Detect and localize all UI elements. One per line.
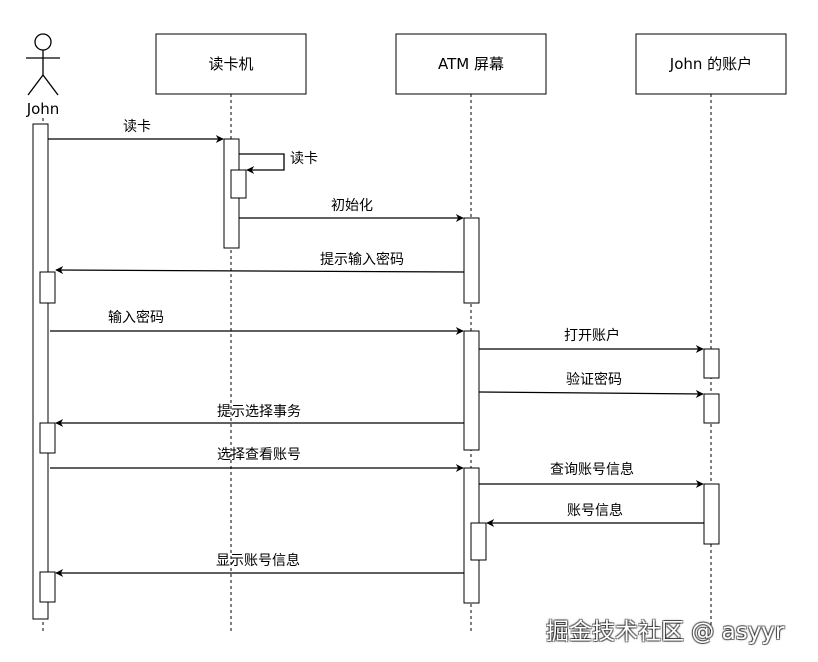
activation-atm-1 [463,217,480,304]
message-label-query-account-info: 查询账号信息 [550,461,634,478]
message-label-prompt-password: 提示输入密码 [320,251,404,268]
message-label-read-card-self: 读卡 [290,150,318,167]
activation-john-main [32,123,49,620]
watermark: 掘金技术社区 @ asyyr [546,619,785,645]
message-arrow-prompt-password [55,266,465,275]
message-label-account-info: 账号信息 [567,502,623,519]
participant-card-reader-label: 读卡机 [208,55,253,73]
activation-account-3 [703,483,720,545]
message-label-initialize: 初始化 [331,197,373,214]
actor-john [26,33,60,96]
activation-atm-2 [463,330,480,451]
participant-john-account: John 的账户 [635,33,787,95]
message-label-display-account-info: 显示账号信息 [216,552,300,569]
message-label-select-view-account: 选择查看账号 [217,447,301,463]
activation-john-3 [39,571,56,603]
message-label-verify-password: 验证密码 [566,371,622,388]
activation-account-2 [703,393,720,424]
message-label-enter-password: 输入密码 [108,309,164,326]
message-label-open-account: 打开账户 [564,327,620,344]
message-arrow-read-card-self [239,153,285,174]
activation-card-reader-self [230,169,247,199]
actor-john-label: John [26,100,60,118]
participant-card-reader: 读卡机 [155,33,307,95]
activation-atm-self [470,522,487,561]
participant-atm-screen: ATM 屏幕 [395,33,547,95]
activation-john-2 [39,422,56,454]
actor-head [34,33,52,51]
participant-atm-screen-label: ATM 屏幕 [438,55,504,73]
activation-john-1 [39,271,56,304]
message-arrow-verify-password [478,389,704,398]
message-label-read-card: 读卡 [123,118,151,135]
activation-account-1 [703,348,720,379]
message-label-prompt-transaction: 提示选择事务 [217,404,301,420]
participant-john-account-label: John 的账户 [669,55,752,73]
